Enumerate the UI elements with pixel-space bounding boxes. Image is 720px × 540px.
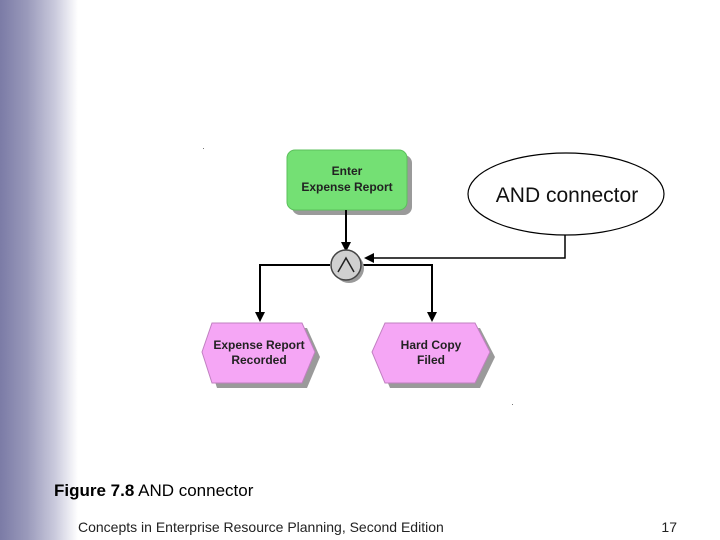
- arrow-connector-to-expense-recorded: [255, 264, 330, 322]
- callout-ellipse: AND connector: [467, 152, 665, 236]
- callout-label: AND connector: [496, 184, 638, 207]
- event-label-line2: Filed: [417, 353, 445, 367]
- event-label-line2: Recorded: [231, 353, 286, 367]
- footer-book-title: Concepts in Enterprise Resource Planning…: [78, 519, 444, 535]
- function-label-line2: Expense Report: [301, 180, 392, 194]
- function-enter-expense-report: Enter Expense Report: [286, 149, 412, 215]
- epc-diagram: Enter Expense Report Expense Report Reco…: [201, 148, 665, 405]
- side-gradient-band: [0, 0, 78, 540]
- arrow-connector-to-hard-copy: [362, 264, 437, 322]
- and-symbol-icon: [337, 256, 355, 273]
- event-expense-report-recorded: Expense Report Recorded: [201, 322, 320, 388]
- event-hard-copy-filed: Hard Copy Filed: [371, 322, 495, 388]
- stray-dot: [203, 148, 204, 149]
- figure-title: AND connector: [138, 481, 254, 500]
- function-label-line1: Enter: [332, 164, 363, 178]
- figure-number: Figure 7.8: [54, 481, 135, 500]
- and-connector: [330, 249, 364, 283]
- event-label-line1: Expense Report: [213, 338, 304, 352]
- callout-pointer: [364, 233, 566, 263]
- figure-caption: Figure 7.8 AND connector: [54, 481, 253, 501]
- connector-lines: [255, 210, 437, 322]
- event-label-line1: Hard Copy: [401, 338, 462, 352]
- footer-page-number: 17: [661, 519, 677, 535]
- stray-dot: [512, 404, 513, 405]
